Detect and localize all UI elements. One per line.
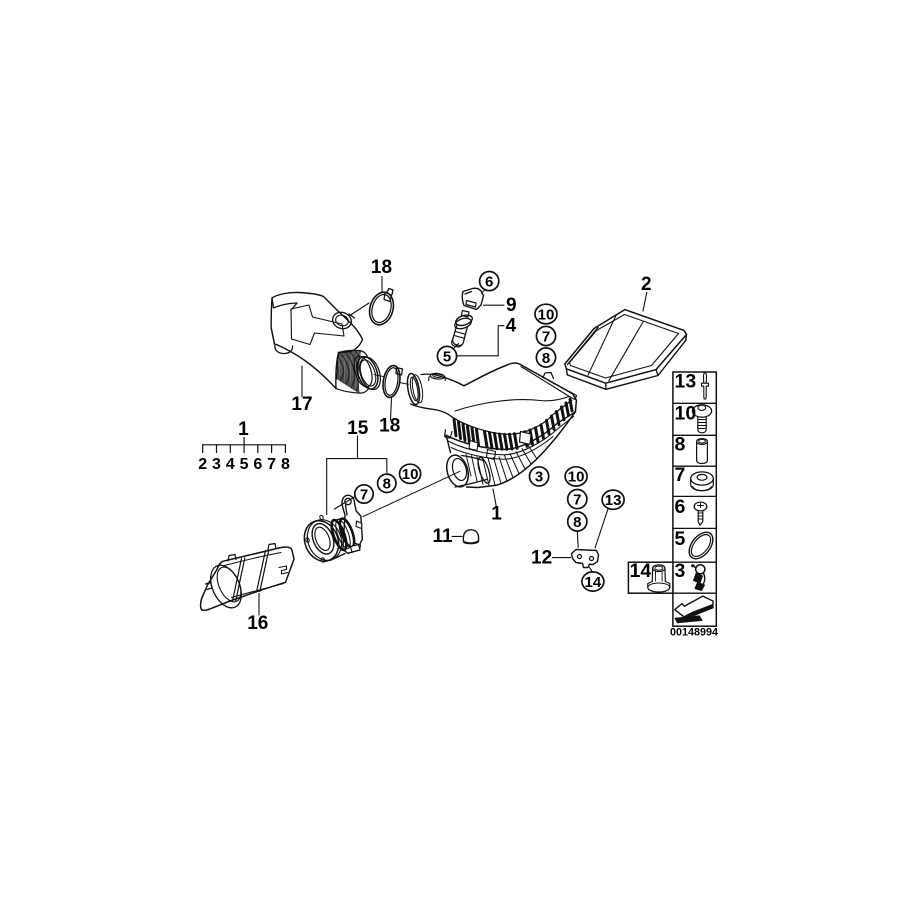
svg-text:10: 10 [538, 306, 555, 323]
svg-text:4: 4 [506, 316, 517, 337]
svg-text:14: 14 [630, 560, 652, 582]
svg-text:4: 4 [226, 456, 235, 473]
svg-text:3: 3 [675, 560, 686, 582]
svg-text:5: 5 [443, 348, 451, 365]
svg-text:16: 16 [247, 613, 268, 634]
svg-text:10: 10 [568, 469, 585, 486]
svg-text:1: 1 [238, 419, 249, 440]
svg-text:3: 3 [535, 469, 543, 486]
svg-text:3: 3 [212, 456, 221, 473]
svg-text:7: 7 [675, 464, 686, 486]
svg-text:9: 9 [506, 295, 517, 316]
svg-text:5: 5 [675, 528, 686, 550]
svg-text:8: 8 [573, 514, 581, 531]
svg-text:14: 14 [585, 574, 602, 591]
svg-text:5: 5 [240, 456, 249, 473]
svg-text:18: 18 [371, 257, 392, 278]
svg-text:10: 10 [675, 403, 697, 425]
svg-text:8: 8 [383, 476, 391, 493]
svg-text:00148994: 00148994 [670, 627, 718, 639]
svg-text:13: 13 [675, 371, 697, 393]
svg-text:17: 17 [291, 394, 312, 415]
svg-text:6: 6 [253, 456, 262, 473]
svg-text:11: 11 [432, 526, 453, 547]
svg-text:1: 1 [491, 504, 502, 525]
svg-text:10: 10 [402, 466, 419, 483]
svg-text:13: 13 [605, 492, 622, 509]
svg-text:7: 7 [360, 486, 368, 503]
svg-text:12: 12 [531, 548, 552, 569]
svg-text:7: 7 [573, 491, 581, 508]
svg-text:8: 8 [281, 456, 290, 473]
svg-text:8: 8 [542, 350, 550, 367]
svg-text:7: 7 [542, 328, 550, 345]
svg-text:2: 2 [641, 274, 652, 295]
svg-text:7: 7 [267, 456, 276, 473]
svg-text:15: 15 [347, 418, 369, 439]
svg-text:18: 18 [379, 416, 400, 437]
svg-text:8: 8 [675, 434, 686, 456]
svg-text:6: 6 [485, 273, 493, 290]
svg-text:6: 6 [675, 496, 686, 518]
svg-text:2: 2 [198, 456, 207, 473]
